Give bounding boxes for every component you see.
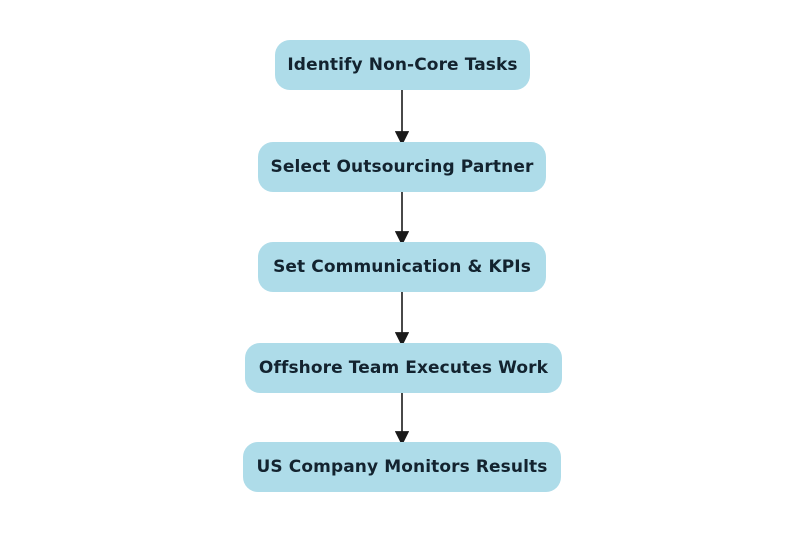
flow-node-us-company-monitors-results[interactable]: US Company Monitors Results: [243, 442, 561, 492]
flow-node-identify-non-core-tasks[interactable]: Identify Non-Core Tasks: [275, 40, 530, 90]
flow-node-label: Offshore Team Executes Work: [258, 357, 549, 378]
flow-node-offshore-team-executes-work[interactable]: Offshore Team Executes Work: [245, 343, 562, 393]
flow-node-label: Select Outsourcing Partner: [270, 156, 534, 177]
flow-node-select-outsourcing-partner[interactable]: Select Outsourcing Partner: [258, 142, 546, 192]
flow-node-label: Identify Non-Core Tasks: [287, 54, 518, 75]
flow-node-label: Set Communication & KPIs: [273, 256, 531, 277]
flow-node-label: US Company Monitors Results: [256, 456, 548, 477]
flow-node-set-communication-kpis[interactable]: Set Communication & KPIs: [258, 242, 546, 292]
